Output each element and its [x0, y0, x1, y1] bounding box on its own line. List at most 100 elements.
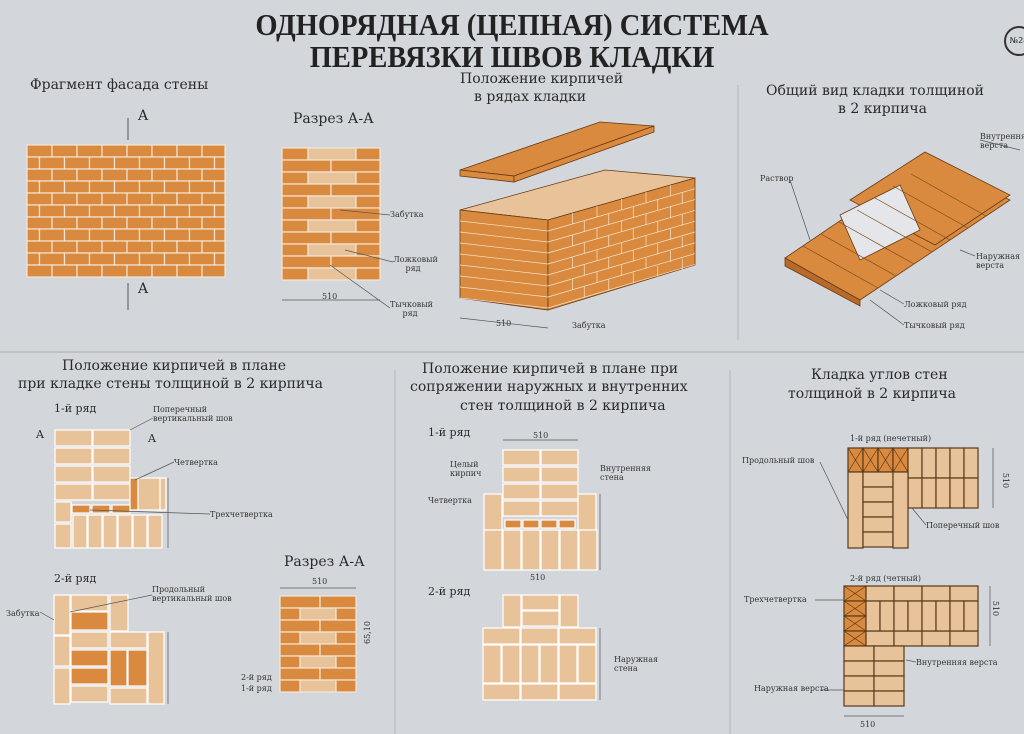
brick — [76, 240, 103, 254]
brick — [279, 643, 321, 657]
brick — [502, 529, 522, 571]
brick — [26, 228, 41, 242]
quarter-brick — [558, 519, 576, 529]
brick — [330, 255, 381, 269]
brick — [201, 216, 226, 230]
brick — [92, 465, 131, 483]
brick — [72, 514, 88, 549]
brick — [138, 180, 166, 194]
brick — [126, 264, 153, 278]
brick — [176, 168, 203, 182]
title-line1: ОДНОРЯДНАЯ (ЦЕПНАЯ) СИСТЕМА — [255, 7, 769, 42]
brick — [176, 240, 203, 254]
brick — [126, 168, 153, 182]
junction-heading-3: стен толщиной в 2 кирпича — [460, 398, 666, 414]
brick — [540, 466, 579, 483]
brick — [53, 594, 71, 636]
mortar-joint — [459, 275, 549, 287]
brick — [521, 529, 541, 571]
brick — [873, 675, 905, 692]
plan-wall-heading-2: при кладке стены толщиной в 2 кирпича — [18, 376, 323, 392]
brick — [520, 644, 540, 684]
brick — [101, 264, 128, 278]
brick — [201, 264, 226, 278]
brick — [299, 631, 337, 645]
mortar-joint — [547, 199, 696, 243]
brick — [113, 180, 141, 194]
brick — [176, 264, 203, 278]
brick — [578, 529, 598, 571]
brick — [281, 195, 309, 209]
brick — [921, 477, 937, 509]
brick — [330, 183, 381, 197]
brick — [949, 630, 979, 647]
brick — [76, 264, 103, 278]
brick — [539, 644, 559, 684]
brick — [907, 600, 923, 632]
brick — [54, 523, 72, 549]
brick — [843, 675, 875, 692]
brick — [213, 252, 226, 266]
brick — [38, 204, 66, 218]
brick — [76, 216, 103, 230]
brick — [279, 607, 301, 621]
masonry-edge — [784, 257, 861, 307]
label-filling: Забутка — [6, 609, 40, 618]
brick — [117, 514, 133, 549]
brick — [159, 477, 167, 511]
brick — [101, 144, 128, 158]
facade-heading: Фрагмент фасада стены — [30, 77, 209, 93]
brick — [355, 147, 381, 161]
brick — [51, 216, 78, 230]
brick — [76, 192, 103, 206]
quarter-brick — [129, 477, 139, 511]
brick — [577, 493, 597, 531]
general-heading-1: Общий вид кладки толщиной — [766, 83, 984, 99]
brick — [54, 483, 93, 501]
label-header-row: Тычковый ряд — [904, 321, 965, 330]
cross-mark — [847, 447, 864, 473]
leader-line — [869, 299, 905, 326]
quarter-brick — [504, 519, 522, 529]
brick — [520, 683, 559, 701]
label-quarter: Четвертка — [428, 496, 472, 505]
brick — [201, 168, 226, 182]
mortar-joint — [802, 245, 879, 289]
brick — [843, 690, 875, 707]
brick — [51, 264, 78, 278]
brick — [92, 483, 131, 501]
cross-mark — [843, 630, 867, 647]
brick — [540, 449, 579, 466]
brick — [92, 429, 131, 447]
leader-line — [979, 139, 1021, 151]
brick — [319, 595, 357, 609]
brick — [101, 216, 128, 230]
brick — [335, 679, 357, 693]
brick — [281, 159, 332, 173]
row1-label: 1-й ряд (нечетный) — [850, 434, 932, 443]
brick — [188, 156, 216, 170]
brick — [176, 216, 203, 230]
leader-line — [329, 264, 391, 309]
brick — [921, 600, 937, 632]
brick — [483, 529, 503, 571]
leader-line — [69, 594, 153, 613]
brick — [935, 477, 951, 509]
brick — [38, 228, 66, 242]
brick — [126, 192, 153, 206]
brick — [335, 607, 357, 621]
dimension-label: 510 — [530, 573, 546, 582]
brick — [319, 643, 357, 657]
brick — [109, 631, 148, 649]
brick — [53, 635, 71, 667]
brick — [502, 594, 522, 628]
mortar-joint — [838, 221, 915, 265]
brick — [70, 667, 109, 685]
brick — [63, 156, 91, 170]
section-marker: A — [148, 432, 156, 445]
brick — [949, 477, 965, 509]
brick — [127, 649, 148, 687]
brick — [113, 204, 141, 218]
mortar-joint — [892, 185, 969, 229]
